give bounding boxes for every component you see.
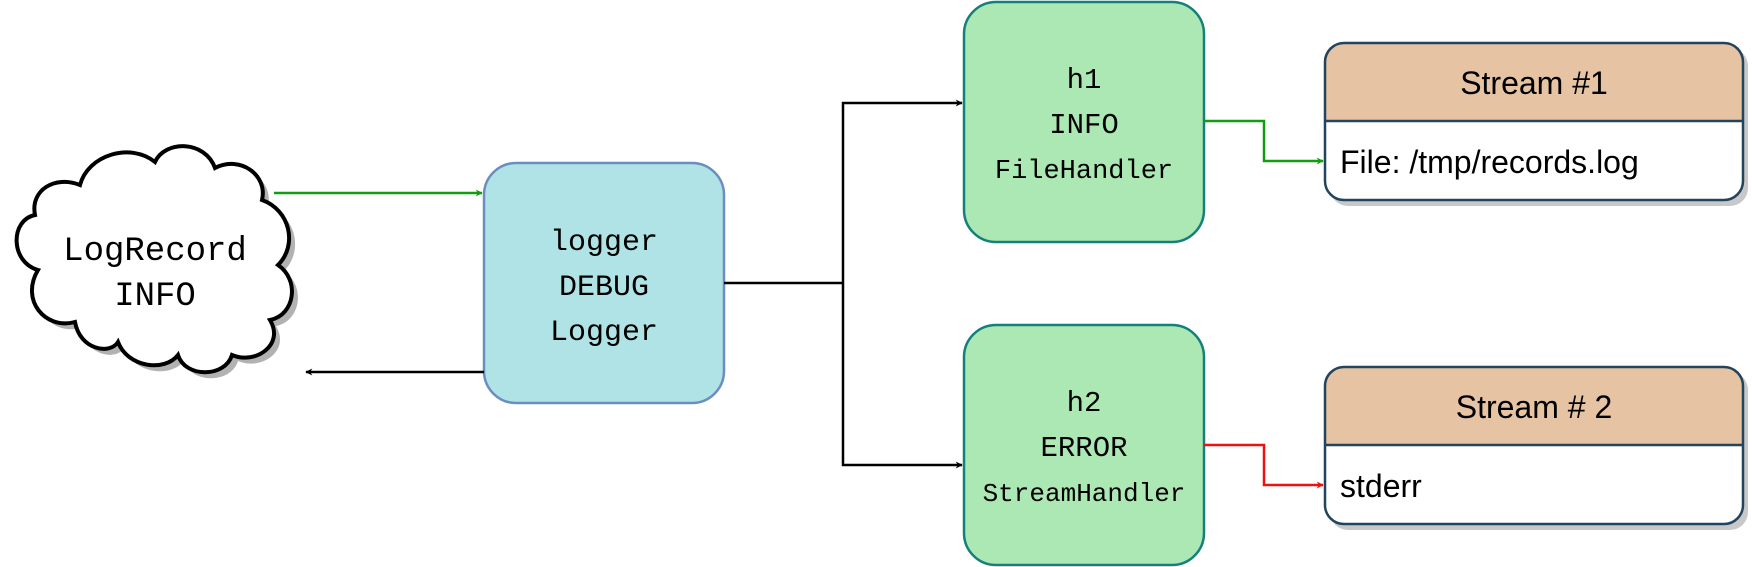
logger-level: DEBUG [559, 271, 649, 305]
stream-1-title: Stream #1 [1460, 65, 1608, 101]
stream-2-header [1325, 367, 1743, 445]
handler-h2-box: h2 ERROR StreamHandler [962, 323, 1206, 567]
logger-box: logger DEBUG Logger [482, 161, 726, 405]
handler-h1-class: FileHandler [995, 157, 1173, 187]
stream-2-title: Stream # 2 [1456, 389, 1613, 425]
logrecord-level: INFO [114, 278, 196, 316]
stream-2-table: Stream # 2 stderr [1323, 365, 1748, 530]
logger-name: logger [550, 226, 658, 260]
handler-h2-level: ERROR [1040, 432, 1127, 465]
logger-class: Logger [550, 316, 658, 350]
handler-h1-box: h1 INFO FileHandler [962, 0, 1206, 244]
edge-h1-to-stream1 [1204, 119, 1324, 165]
handler-h1-level: INFO [1049, 109, 1119, 142]
stream-1-table: Stream #1 File: /tmp/records.log [1323, 41, 1748, 206]
handler-h2-class: StreamHandler [983, 479, 1186, 509]
stream-2-body-bg [1325, 445, 1743, 524]
handler-h1-name: h1 [1067, 64, 1102, 97]
stream-2-body: stderr [1340, 468, 1422, 504]
logrecord-name: LogRecord [63, 233, 247, 271]
edge-h2-to-stream2 [1204, 443, 1324, 489]
stream-1-header [1325, 43, 1743, 121]
stream-1-body-bg [1325, 121, 1743, 200]
logrecord-cloud: LogRecord INFO [14, 144, 298, 379]
edge-logger-to-h1 [841, 99, 963, 283]
stream-1-body: File: /tmp/records.log [1340, 144, 1639, 180]
cloud-shape [14, 144, 294, 375]
edge-logger-to-h2 [841, 283, 963, 469]
handler-h2-name: h2 [1067, 387, 1102, 420]
